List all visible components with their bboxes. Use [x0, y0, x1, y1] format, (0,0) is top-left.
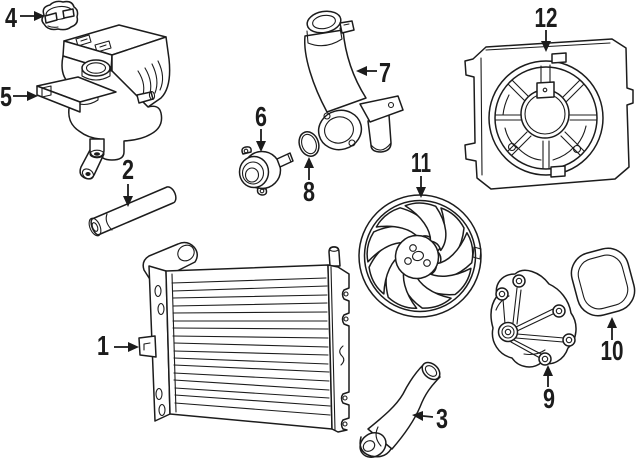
hose-curved-illustration: [359, 361, 441, 458]
callout-10[interactable]: 10: [601, 317, 624, 366]
callout-1[interactable]: 1: [97, 330, 139, 361]
callout-4[interactable]: 4: [5, 2, 45, 33]
seal-ring-illustration: [298, 131, 320, 157]
callout-12-number[interactable]: 12: [535, 2, 558, 33]
thermostat-illustration: [238, 146, 294, 196]
callout-6[interactable]: 6: [255, 101, 267, 152]
callout-4-number[interactable]: 4: [5, 2, 17, 33]
callout-8[interactable]: 8: [303, 157, 315, 207]
hose-straight-illustration: [88, 186, 177, 237]
callout-11[interactable]: 11: [411, 147, 431, 198]
callout-12[interactable]: 12: [535, 2, 558, 52]
callout-10-number[interactable]: 10: [601, 335, 624, 366]
fan-shroud-illustration: [464, 38, 634, 190]
coolant-reservoir-illustration: [36, 24, 171, 180]
callout-2[interactable]: 2: [122, 154, 134, 207]
water-pipe-illustration: [304, 10, 404, 153]
callout-5[interactable]: 5: [0, 81, 38, 112]
callout-6-number[interactable]: 6: [255, 101, 267, 132]
callout-9-number[interactable]: 9: [543, 383, 555, 414]
callout-11-number[interactable]: 11: [411, 147, 431, 178]
radiator-illustration: [138, 241, 350, 433]
callout-2-number[interactable]: 2: [122, 154, 134, 185]
callout-8-number[interactable]: 8: [303, 176, 315, 207]
callout-7[interactable]: 7: [356, 57, 391, 88]
callout-1-number[interactable]: 1: [97, 330, 109, 361]
callout-3[interactable]: 3: [412, 403, 448, 434]
water-pump-illustration: [490, 269, 577, 368]
callout-7-number[interactable]: 7: [379, 57, 391, 88]
callout-3-number[interactable]: 3: [436, 403, 448, 434]
fan-blade-illustration: [355, 190, 486, 319]
callout-5-number[interactable]: 5: [0, 81, 12, 112]
pump-gasket-illustration: [570, 247, 636, 317]
callout-9[interactable]: 9: [543, 365, 555, 414]
reservoir-cap-illustration: [41, 0, 79, 31]
